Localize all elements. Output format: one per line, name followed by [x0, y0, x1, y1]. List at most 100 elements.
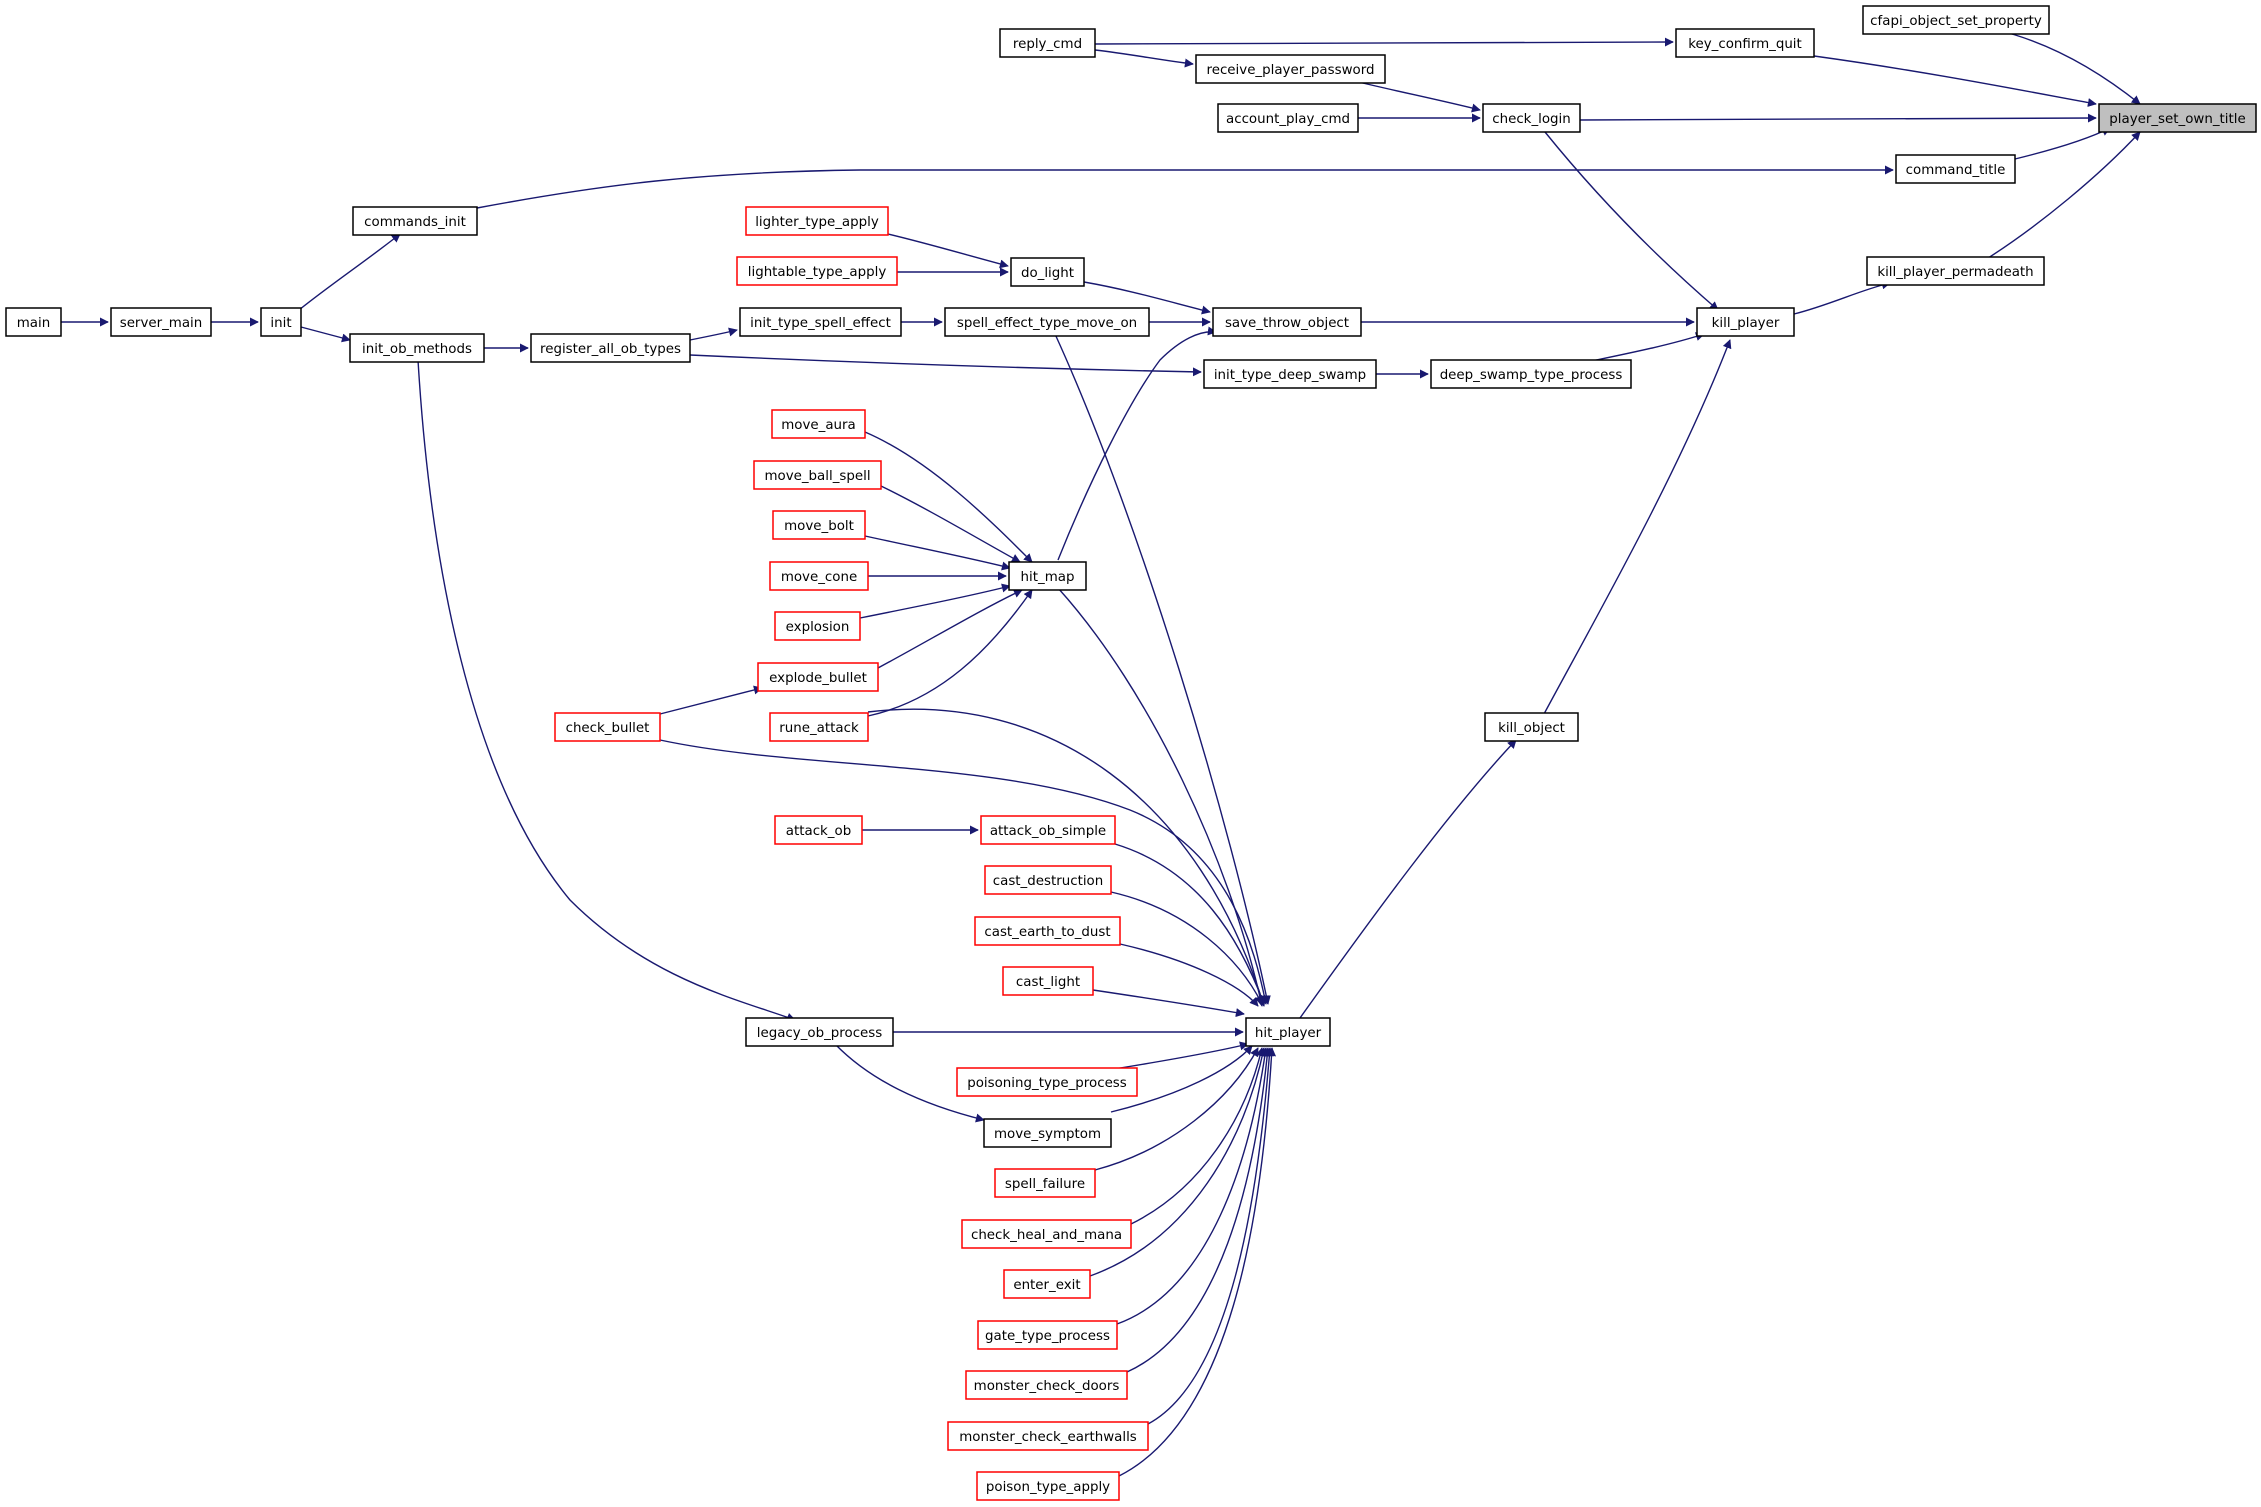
edge-init-commands_init	[298, 233, 401, 311]
edge-deep_swamp_type_process-kill_player	[1586, 332, 1705, 363]
node-check_bullet[interactable]: check_bullet	[554, 712, 661, 742]
node-explode_bullet[interactable]: explode_bullet	[757, 662, 879, 692]
node-cast_light[interactable]: cast_light	[1002, 966, 1094, 996]
svg-text:move_cone: move_cone	[781, 570, 857, 585]
node-init_type_deep_swamp[interactable]: init_type_deep_swamp	[1203, 359, 1377, 389]
node-check_login[interactable]: check_login	[1482, 103, 1581, 133]
svg-text:hit_player: hit_player	[1255, 1026, 1322, 1041]
node-cfapi_object_set_property[interactable]: cfapi_object_set_property	[1862, 5, 2050, 35]
node-commands_init[interactable]: commands_init	[352, 206, 478, 236]
node-rune_attack[interactable]: rune_attack	[769, 712, 869, 742]
svg-text:init_type_deep_swamp: init_type_deep_swamp	[1214, 368, 1366, 383]
node-cast_earth_to_dust[interactable]: cast_earth_to_dust	[974, 916, 1121, 946]
edge-reply_cmd-key_confirm_quit	[1094, 37, 1674, 47]
edge-monster_check_earthwalls-hit_player	[1147, 1047, 1274, 1425]
node-poison_type_apply[interactable]: poison_type_apply	[976, 1471, 1120, 1501]
node-gate_type_process[interactable]: gate_type_process	[977, 1320, 1118, 1350]
node-init[interactable]: init	[260, 307, 302, 337]
edge-hit_player-kill_object	[1299, 739, 1517, 1019]
svg-text:poison_type_apply: poison_type_apply	[986, 1480, 1110, 1495]
edge-key_confirm_quit-player_set_own_title	[1813, 55, 2097, 107]
svg-text:hit_map: hit_map	[1021, 570, 1075, 585]
svg-text:init_ob_methods: init_ob_methods	[362, 342, 472, 357]
svg-text:move_bolt: move_bolt	[784, 519, 854, 534]
svg-text:key_confirm_quit: key_confirm_quit	[1688, 37, 1802, 52]
node-reply_cmd[interactable]: reply_cmd	[999, 28, 1096, 58]
node-spell_failure[interactable]: spell_failure	[994, 1168, 1096, 1198]
svg-text:check_bullet: check_bullet	[566, 721, 650, 736]
edge-lighter_type_apply-do_light	[887, 233, 1009, 269]
node-explosion[interactable]: explosion	[774, 611, 861, 641]
node-lightable_type_apply[interactable]: lightable_type_apply	[736, 256, 898, 286]
edge-poison_type_apply-hit_player	[1118, 1047, 1277, 1477]
node-move_aura[interactable]: move_aura	[771, 409, 866, 439]
node-monster_check_doors[interactable]: monster_check_doors	[965, 1370, 1128, 1400]
svg-text:spell_failure: spell_failure	[1005, 1177, 1085, 1192]
node-kill_player[interactable]: kill_player	[1696, 307, 1795, 337]
node-save_throw_object[interactable]: save_throw_object	[1212, 307, 1362, 337]
node-move_bolt[interactable]: move_bolt	[772, 510, 866, 540]
edge-register_all_ob_types-init_type_spell_effect	[689, 327, 738, 341]
node-player_set_own_title[interactable]: player_set_own_title	[2098, 103, 2257, 133]
node-spell_effect_type_move_on[interactable]: spell_effect_type_move_on	[944, 307, 1150, 337]
node-cast_destruction[interactable]: cast_destruction	[984, 865, 1112, 895]
svg-text:commands_init: commands_init	[364, 215, 466, 230]
svg-text:save_throw_object: save_throw_object	[1225, 316, 1349, 331]
node-receive_player_password[interactable]: receive_player_password	[1195, 54, 1386, 84]
edge-check_heal_and_mana-hit_player	[1130, 1047, 1265, 1225]
node-enter_exit[interactable]: enter_exit	[1003, 1269, 1091, 1299]
node-hit_player[interactable]: hit_player	[1245, 1017, 1331, 1047]
node-key_confirm_quit[interactable]: key_confirm_quit	[1675, 28, 1815, 58]
node-init_ob_methods[interactable]: init_ob_methods	[349, 333, 485, 363]
node-legacy_ob_process[interactable]: legacy_ob_process	[745, 1017, 894, 1047]
svg-text:check_heal_and_mana: check_heal_and_mana	[971, 1228, 1122, 1243]
node-main[interactable]: main	[5, 307, 62, 337]
node-deep_swamp_type_process[interactable]: deep_swamp_type_process	[1430, 359, 1632, 389]
node-attack_ob_simple[interactable]: attack_ob_simple	[980, 815, 1116, 845]
edge-check_login-player_set_own_title	[1579, 113, 2097, 123]
node-attack_ob[interactable]: attack_ob	[774, 815, 863, 845]
edge-register_all_ob_types-init_type_deep_swamp	[689, 354, 1202, 377]
edge-command_title-player_set_own_title	[2014, 127, 2111, 160]
node-do_light[interactable]: do_light	[1010, 257, 1085, 287]
node-register_all_ob_types[interactable]: register_all_ob_types	[530, 333, 691, 363]
node-command_title[interactable]: command_title	[1895, 154, 2016, 184]
node-monster_check_earthwalls[interactable]: monster_check_earthwalls	[947, 1421, 1149, 1451]
svg-text:register_all_ob_types: register_all_ob_types	[540, 342, 681, 357]
svg-text:lighter_type_apply: lighter_type_apply	[755, 215, 879, 230]
node-kill_object[interactable]: kill_object	[1484, 712, 1579, 742]
node-kill_player_permadeath[interactable]: kill_player_permadeath	[1866, 256, 2045, 286]
svg-text:monster_check_earthwalls: monster_check_earthwalls	[959, 1430, 1137, 1445]
node-init_type_spell_effect[interactable]: init_type_spell_effect	[739, 307, 902, 337]
node-move_ball_spell[interactable]: move_ball_spell	[753, 460, 882, 490]
node-account_play_cmd[interactable]: account_play_cmd	[1217, 103, 1359, 133]
svg-text:enter_exit: enter_exit	[1013, 1278, 1080, 1293]
node-server_main[interactable]: server_main	[110, 307, 212, 337]
edge-kill_player_permadeath-player_set_own_title	[1984, 131, 2141, 261]
svg-text:kill_player: kill_player	[1712, 316, 1780, 331]
svg-text:init: init	[270, 316, 291, 331]
node-check_heal_and_mana[interactable]: check_heal_and_mana	[961, 1219, 1132, 1249]
edge-kill_player-kill_player_permadeath	[1793, 280, 1891, 315]
edge-cfapi_object_set_property-player_set_own_title	[1996, 29, 2141, 105]
svg-text:init_type_spell_effect: init_type_spell_effect	[750, 316, 891, 331]
edge-rune_attack-hit_map	[867, 589, 1033, 717]
svg-text:lightable_type_apply: lightable_type_apply	[748, 265, 887, 280]
edge-check_login-kill_player	[1544, 131, 1719, 311]
node-poisoning_type_process[interactable]: poisoning_type_process	[956, 1067, 1138, 1097]
node-move_symptom[interactable]: move_symptom	[983, 1118, 1112, 1148]
edge-move_aura-hit_map	[864, 431, 1033, 563]
svg-text:cast_destruction: cast_destruction	[993, 874, 1103, 889]
edge-move_bolt-hit_map	[864, 535, 1011, 571]
edge-receive_player_password-check_login	[1349, 79, 1481, 113]
node-lighter_type_apply[interactable]: lighter_type_apply	[745, 206, 889, 236]
node-move_cone[interactable]: move_cone	[769, 561, 869, 591]
edge-reply_cmd-receive_player_password	[1094, 49, 1194, 68]
edge-spell_effect_type_move_on-hit_player	[1054, 333, 1271, 1005]
svg-text:monster_check_doors: monster_check_doors	[974, 1379, 1120, 1394]
node-hit_map[interactable]: hit_map	[1008, 561, 1087, 591]
svg-text:gate_type_process: gate_type_process	[985, 1329, 1110, 1344]
svg-text:deep_swamp_type_process: deep_swamp_type_process	[1440, 368, 1623, 383]
edge-check_bullet-explode_bullet	[659, 685, 763, 715]
